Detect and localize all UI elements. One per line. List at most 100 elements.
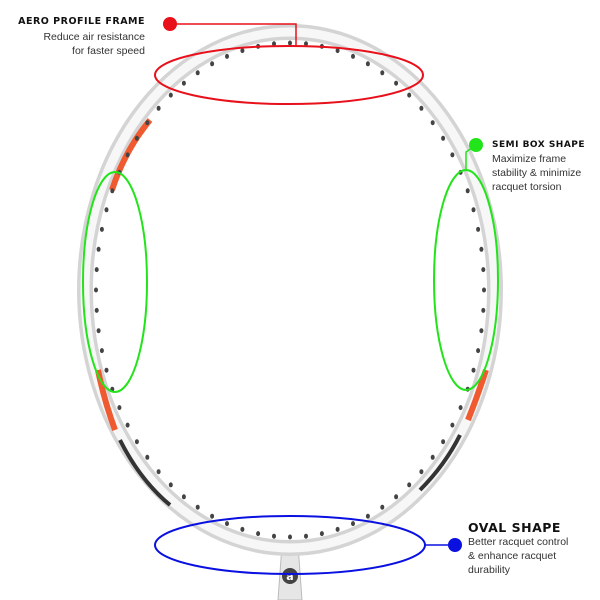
string-hole bbox=[256, 531, 261, 537]
aero-marker-dot bbox=[163, 17, 177, 31]
string-hole bbox=[225, 53, 229, 59]
oval-description: Better racquet control & enhance racquet… bbox=[468, 535, 568, 577]
string-hole bbox=[351, 53, 355, 59]
semi-box-marker-dot bbox=[469, 138, 483, 152]
semi-box-title: SEMI BOX SHAPE bbox=[492, 140, 586, 150]
string-hole bbox=[110, 188, 115, 194]
string-hole bbox=[365, 61, 370, 67]
string-hole bbox=[479, 328, 484, 334]
semi-box-description: Maximize frame stability & minimize racq… bbox=[492, 152, 581, 194]
aero-highlight-ellipse bbox=[154, 45, 424, 105]
string-hole bbox=[450, 422, 455, 428]
semi-box-desc-line: racquet torsion bbox=[492, 181, 562, 193]
string-hole bbox=[181, 494, 186, 500]
aero-desc-line: Reduce air resistance bbox=[43, 31, 145, 43]
string-hole bbox=[272, 41, 276, 47]
string-hole bbox=[96, 328, 101, 334]
string-hole bbox=[430, 454, 435, 460]
frame-dark-right bbox=[418, 434, 462, 492]
string-hole bbox=[156, 105, 161, 111]
aero-desc-line: for faster speed bbox=[72, 45, 145, 57]
string-holes bbox=[94, 40, 486, 540]
string-hole bbox=[304, 41, 308, 47]
string-hole bbox=[94, 287, 98, 293]
frame-accent-right bbox=[465, 369, 489, 422]
string-hole bbox=[458, 405, 463, 411]
string-hole bbox=[94, 307, 99, 313]
grommet-logo: a bbox=[286, 570, 293, 583]
string-hole bbox=[288, 534, 292, 540]
string-hole bbox=[125, 422, 130, 428]
string-hole bbox=[335, 48, 340, 54]
string-hole bbox=[407, 482, 412, 488]
string-hole bbox=[335, 526, 340, 532]
aero-description: Reduce air resistance for faster speed bbox=[43, 30, 145, 58]
racquet-frame: a bbox=[77, 24, 503, 600]
string-hole bbox=[481, 267, 486, 273]
string-hole bbox=[365, 513, 370, 519]
semi-box-desc-line: Maximize frame bbox=[492, 153, 567, 165]
string-hole bbox=[210, 513, 215, 519]
string-hole bbox=[240, 526, 245, 532]
oval-desc-line: & enhance racquet bbox=[468, 550, 557, 562]
oval-marker-dot bbox=[448, 538, 462, 552]
string-hole bbox=[272, 533, 276, 539]
string-hole bbox=[225, 521, 229, 527]
string-hole bbox=[465, 188, 470, 194]
string-hole bbox=[430, 120, 435, 126]
string-hole bbox=[394, 494, 399, 500]
string-hole bbox=[94, 267, 99, 273]
string-hole bbox=[471, 367, 476, 373]
string-hole bbox=[99, 226, 104, 232]
string-hole bbox=[104, 367, 109, 373]
racquet-frame-highlight bbox=[80, 27, 500, 553]
aero-leader-line bbox=[170, 23, 297, 46]
string-hole bbox=[145, 120, 150, 126]
semi-box-desc-line: stability & minimize bbox=[492, 167, 582, 179]
semi-box-left-ellipse bbox=[82, 171, 148, 393]
string-hole bbox=[168, 92, 173, 98]
oval-desc-line: durability bbox=[468, 564, 511, 576]
string-hole bbox=[240, 48, 245, 54]
string-hole bbox=[145, 454, 150, 460]
string-hole bbox=[104, 207, 109, 213]
string-hole bbox=[156, 469, 161, 475]
string-hole bbox=[441, 135, 446, 141]
grommet-logo-badge bbox=[282, 568, 298, 584]
string-hole bbox=[99, 348, 104, 354]
string-hole bbox=[125, 152, 130, 158]
string-hole bbox=[195, 504, 200, 510]
string-hole bbox=[134, 135, 139, 141]
string-hole bbox=[471, 207, 476, 213]
string-hole bbox=[304, 533, 308, 539]
string-hole bbox=[168, 482, 173, 488]
string-hole bbox=[476, 348, 481, 354]
string-hole bbox=[419, 469, 424, 475]
frame-dark-left bbox=[118, 439, 172, 507]
string-hole bbox=[441, 439, 446, 445]
string-hole bbox=[195, 70, 200, 76]
string-hole bbox=[394, 80, 399, 86]
oval-desc-line: Better racquet control bbox=[468, 536, 569, 548]
frame-accent-left-lower bbox=[95, 369, 118, 432]
string-hole bbox=[181, 80, 186, 86]
string-hole bbox=[288, 40, 292, 46]
string-hole bbox=[96, 246, 101, 252]
string-hole bbox=[380, 70, 385, 76]
aero-title: AERO PROFILE FRAME bbox=[18, 16, 145, 27]
string-hole bbox=[482, 287, 486, 293]
string-hole bbox=[476, 226, 481, 232]
oval-title: OVAL SHAPE bbox=[468, 520, 561, 535]
string-hole bbox=[117, 405, 122, 411]
string-hole bbox=[419, 105, 424, 111]
string-hole bbox=[481, 307, 486, 313]
string-hole bbox=[134, 439, 139, 445]
string-hole bbox=[210, 61, 215, 67]
string-hole bbox=[479, 246, 484, 252]
string-hole bbox=[450, 152, 455, 158]
string-hole bbox=[319, 531, 324, 537]
string-hole bbox=[351, 521, 355, 527]
string-hole bbox=[380, 504, 385, 510]
